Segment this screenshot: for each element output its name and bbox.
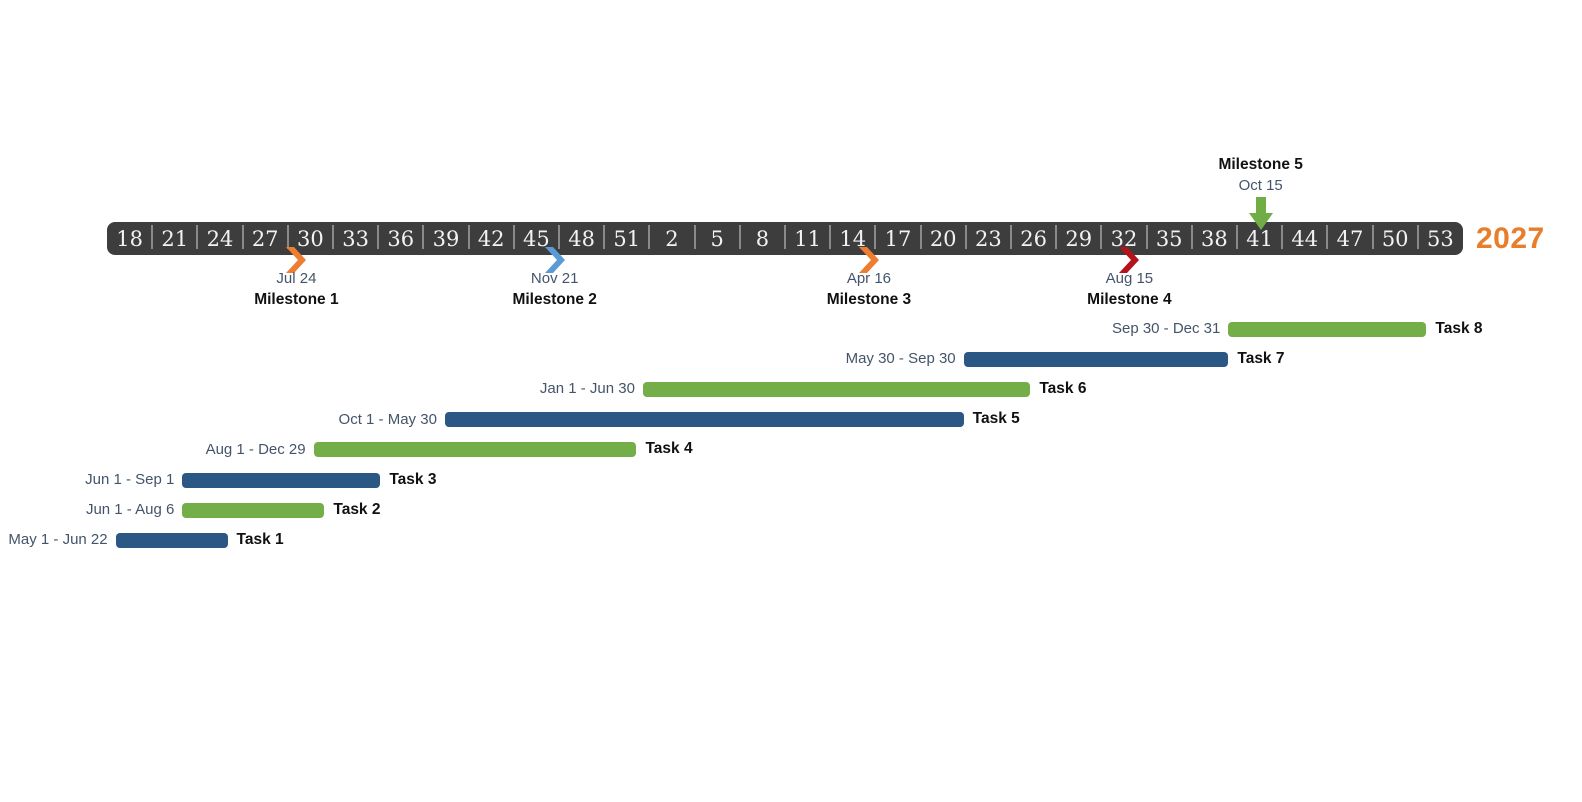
week-separator	[1236, 225, 1238, 249]
week-separator	[151, 225, 154, 249]
milestone-chevron-icon[interactable]	[544, 247, 565, 273]
week-separator	[1190, 225, 1193, 249]
week-separator	[512, 225, 515, 249]
week-separator	[467, 225, 470, 249]
week-cell-label: 36	[387, 227, 415, 251]
week-separator	[1416, 225, 1419, 249]
week-separator	[1010, 225, 1012, 249]
week-separator	[738, 225, 741, 249]
week-separator	[196, 225, 199, 249]
week-separator	[1145, 225, 1148, 249]
week-cell-label: 20	[929, 227, 957, 251]
week-separator	[1371, 225, 1374, 249]
week-cell-label: 27	[251, 227, 279, 251]
task-bar[interactable]	[1228, 321, 1427, 337]
week-cell-label: 48	[568, 227, 595, 251]
task-name: Task 5	[972, 410, 1020, 428]
task-name: Task 6	[1039, 379, 1087, 397]
milestone-name: Milestone 5	[1218, 156, 1303, 173]
week-cell-label: 47	[1336, 227, 1364, 251]
task-bar[interactable]	[115, 532, 228, 548]
week-separator	[829, 225, 832, 249]
week-cell-label: 42	[477, 227, 505, 251]
milestone-arrow-down-icon[interactable]	[1248, 197, 1273, 230]
week-cell-label: 53	[1427, 227, 1454, 251]
week-separator	[603, 225, 606, 249]
task-date-range: Aug 1 - Dec 29	[205, 440, 306, 458]
task-date-range: Jan 1 - Jun 30	[539, 380, 635, 398]
year-label: 2027	[1476, 222, 1545, 255]
week-separator	[422, 225, 425, 249]
task-bar[interactable]	[963, 351, 1229, 367]
task-date-range: Jun 1 - Sep 1	[85, 471, 175, 488]
task-bar[interactable]	[444, 412, 964, 428]
milestone-name: Milestone 4	[1087, 291, 1172, 308]
week-cell-label: 2	[665, 227, 679, 251]
task-date-range: May 1 - Jun 22	[8, 531, 108, 549]
task-name: Task 2	[333, 500, 381, 518]
week-cell-label: 51	[613, 227, 641, 251]
milestone-date: Nov 21	[530, 270, 579, 287]
task-name: Task 1	[236, 530, 284, 548]
week-cell-label: 35	[1155, 227, 1183, 251]
week-cell-label: 41	[1246, 227, 1273, 251]
milestone-date: Oct 15	[1238, 177, 1283, 194]
week-cell-label: 18	[116, 227, 143, 251]
week-separator	[648, 225, 651, 249]
week-separator	[377, 225, 380, 249]
week-cell-label: 21	[161, 227, 189, 251]
task-bar[interactable]	[642, 381, 1031, 397]
week-cell-label: 38	[1201, 227, 1228, 251]
week-separator	[558, 225, 560, 249]
task-bar[interactable]	[313, 442, 637, 458]
week-separator	[332, 225, 334, 249]
week-cell-label: 30	[297, 227, 324, 251]
task-name: Task 7	[1237, 349, 1285, 367]
task-date-range: Oct 1 - May 30	[338, 410, 437, 428]
week-cell-label: 17	[884, 227, 912, 251]
milestone-date: Aug 15	[1105, 270, 1154, 287]
milestone-chevron-icon[interactable]	[286, 247, 307, 273]
week-separator	[874, 225, 877, 249]
milestone-chevron-icon[interactable]	[1119, 247, 1140, 273]
week-separator	[784, 225, 786, 249]
task-date-range: Sep 30 - Dec 31	[1111, 320, 1221, 337]
week-cell-label: 8	[755, 227, 770, 251]
week-separator	[1281, 225, 1284, 249]
milestone-date: Jul 24	[276, 270, 317, 287]
week-separator	[693, 225, 696, 249]
task-name: Task 3	[389, 470, 437, 488]
milestone-name: Milestone 2	[512, 291, 597, 308]
milestone-name: Milestone 1	[254, 291, 339, 308]
week-separator	[1055, 225, 1058, 249]
week-cell-label: 11	[794, 227, 821, 251]
task-name: Task 4	[645, 440, 693, 458]
week-cell-label: 44	[1291, 227, 1319, 251]
week-separator	[1326, 225, 1329, 249]
week-cell-label: 29	[1065, 227, 1093, 251]
week-cell-label: 50	[1381, 227, 1409, 251]
week-cell-label: 5	[710, 227, 724, 251]
milestone-name: Milestone 3	[826, 291, 912, 308]
week-separator	[286, 225, 289, 249]
week-cell-label: 24	[206, 227, 234, 251]
task-bar[interactable]	[182, 502, 325, 518]
task-bar[interactable]	[182, 472, 381, 488]
week-separator	[1100, 225, 1103, 249]
task-date-range: May 30 - Sep 30	[845, 350, 956, 368]
week-cell-label: 33	[342, 227, 369, 251]
milestone-date: Apr 16	[846, 270, 892, 287]
week-separator	[241, 225, 244, 249]
week-separator	[964, 225, 967, 249]
milestone-chevron-icon[interactable]	[858, 247, 879, 273]
week-cell-label: 26	[1020, 227, 1047, 251]
week-cell-label: 23	[975, 227, 1002, 251]
week-separator	[919, 225, 922, 249]
week-cell-label: 39	[432, 227, 460, 251]
task-date-range: Jun 1 - Aug 6	[85, 501, 175, 519]
task-name: Task 8	[1435, 319, 1483, 337]
